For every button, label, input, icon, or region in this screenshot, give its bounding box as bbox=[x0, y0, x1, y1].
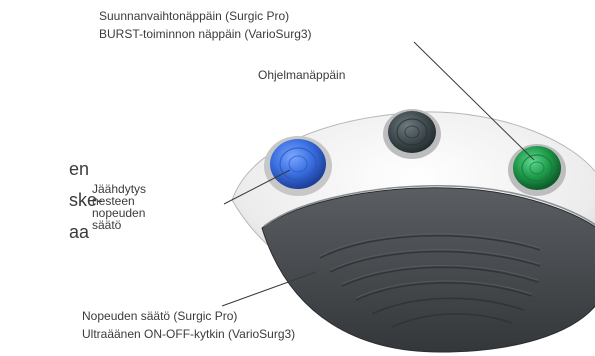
program-button-dark bbox=[383, 109, 441, 159]
label-program: Ohjelmanäppäin bbox=[258, 68, 345, 83]
label-direction-line1: Suunnanvaihtonäppäin (Surgic Pro) bbox=[99, 9, 289, 24]
label-cooling-4: säätö bbox=[92, 219, 121, 231]
label-direction-line2: BURST-toiminnon näppäin (VarioSurg3) bbox=[99, 27, 312, 42]
pedal-plate bbox=[262, 188, 595, 352]
label-speed-line1: Nopeuden säätö (Surgic Pro) bbox=[82, 309, 237, 324]
cooling-button-blue bbox=[264, 136, 332, 196]
direction-button-green bbox=[508, 144, 566, 196]
label-speed-line2: Ultraäänen ON-OFF-kytkin (VarioSurg3) bbox=[82, 327, 295, 342]
